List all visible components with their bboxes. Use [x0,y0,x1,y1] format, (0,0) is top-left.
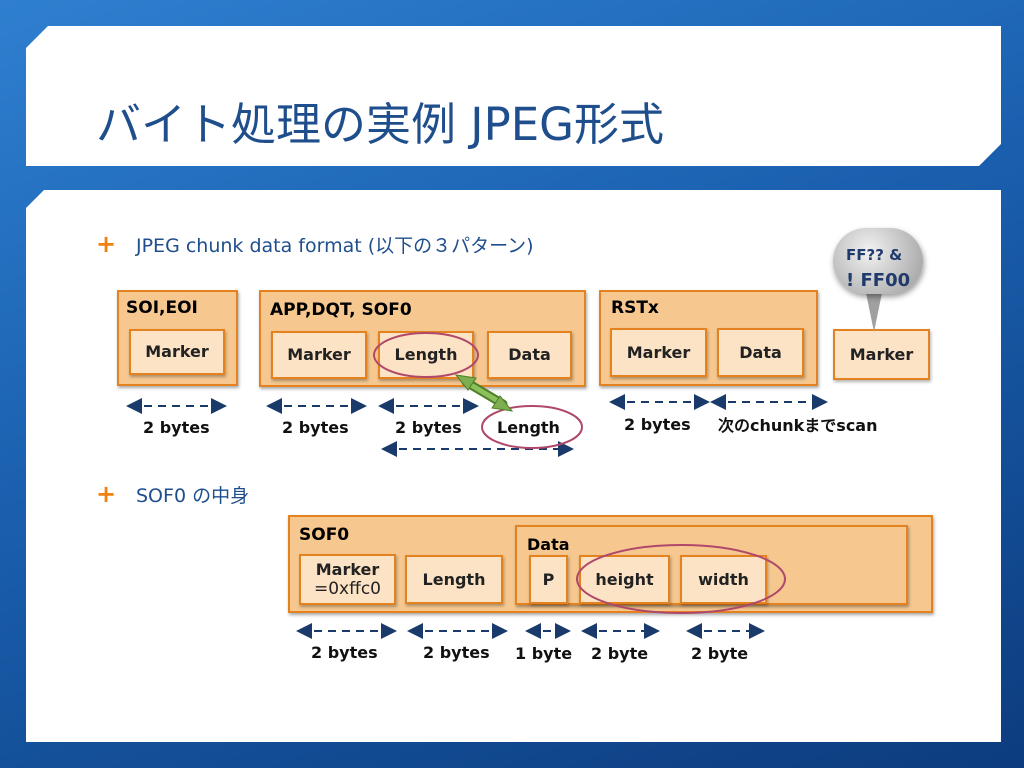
title-panel [26,26,1001,166]
bullet-sof0-contents: SOF0 の中身 [136,485,250,507]
sof0-width-cell: width [680,555,767,604]
content-panel [26,190,1001,742]
size-label: 2 bytes [423,643,490,662]
size-label: 2 bytes [282,418,349,437]
highlight-ellipse [481,405,583,449]
size-label: 2 bytes [143,418,210,437]
size-label: 2 bytes [311,643,378,662]
sof0-marker-cell: Marker =0xffc0 [299,554,396,605]
callout-line2: ! FF00 [846,270,911,291]
rstx-label: RSTx [611,298,659,318]
sof0-label: SOF0 [299,525,350,545]
slide-title: バイト処理の実例 JPEG形式 [96,98,665,151]
soi-marker-cell: Marker [129,329,225,375]
callout-tail [865,288,883,332]
length-callout-label: Length [497,418,560,437]
app-length-cell: Length [378,331,474,379]
sof0-marker-value: =0xffc0 [314,578,381,599]
sof0-data-label: Data [527,535,570,554]
bullet-jpeg-format: JPEG chunk data format (以下の３パターン) [136,235,534,257]
bullet-plus-icon: + [96,480,117,508]
size-label: 1 byte [515,644,573,663]
highlight-ellipse [576,544,786,614]
app-dqt-sof0-label: APP,DQT, SOF0 [270,300,412,320]
sof0-height-cell: height [579,555,670,604]
rstx-marker-cell: Marker [610,328,707,377]
callout-bubble [833,228,923,294]
soi-eoi-label: SOI,EOI [126,298,198,318]
rstx-data-cell: Data [717,328,804,377]
app-marker-cell: Marker [271,331,367,379]
bullet-plus-icon: + [96,230,117,258]
highlight-ellipse [373,332,479,378]
callout-line1: FF?? & [846,246,903,264]
scan-note: 次のchunkまでscan [718,416,878,435]
size-label: 2 bytes [395,418,462,437]
sof0-p-cell: P [529,555,568,604]
sof0-length-cell: Length [405,555,503,604]
size-label: 2 bytes [624,415,691,434]
size-label: 2 byte [691,644,749,663]
size-label: 2 byte [591,644,649,663]
standalone-marker-cell: Marker [833,329,930,380]
link-double-arrow-icon [454,374,514,412]
sof0-marker-text: Marker [315,559,380,579]
app-data-cell: Data [487,331,572,379]
